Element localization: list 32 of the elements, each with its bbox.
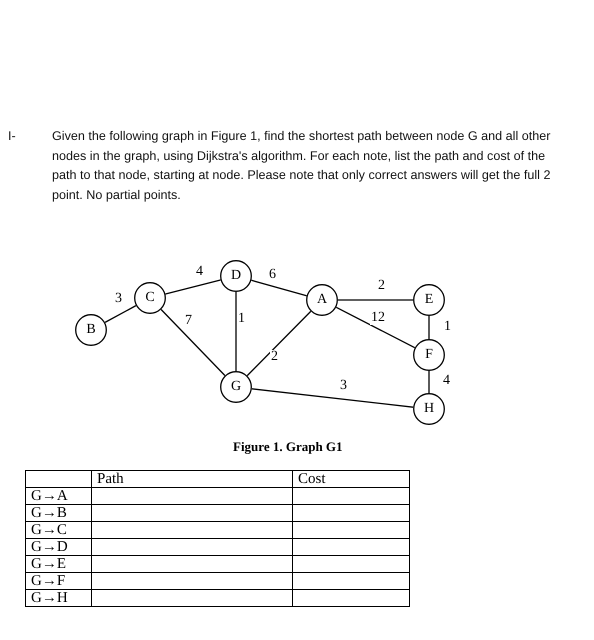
row-header-cell: G→D — [26, 538, 92, 556]
row-header-cell: G→C — [26, 522, 92, 538]
row-header-cell: G→F — [26, 572, 92, 590]
graph-node-circle: E — [413, 284, 445, 316]
graph-edge-line — [104, 305, 136, 323]
graph-edge-line — [338, 299, 413, 301]
question-paragraph: Given the following graph in Figure 1, find the shortest path between node G and all other nodes in the graph, using Dijkstra's algorithm. For each note, list the path and cost of the path to that node, starting at node. Please note that only correct answers will get the full 2 point. No partial points. — [52, 128, 552, 204]
question-number: I- — [8, 128, 16, 145]
graph-node-circle: B — [75, 314, 107, 346]
row-header-cell: G→E — [26, 556, 92, 572]
figure-caption: Figure 1. Graph G1 — [233, 439, 343, 455]
row-header-cell: G→A — [26, 488, 92, 504]
graph-node-circle: C — [134, 282, 166, 314]
graph-node-circle: A — [306, 284, 338, 316]
graph-edge-line — [246, 310, 312, 376]
graph-node-circle: F — [413, 339, 445, 371]
graph-edge-line — [251, 280, 307, 296]
graph-edge-line — [428, 371, 430, 393]
graph-node-circle: G — [220, 371, 252, 403]
graph-node-circle: H — [413, 393, 445, 425]
graph-edge-line — [252, 388, 414, 408]
column-header-cell: Cost — [292, 470, 410, 488]
graph-edge-line — [165, 279, 221, 295]
graph-edge-line — [428, 316, 430, 339]
graph-edge-line — [160, 309, 226, 376]
graph-edge-line — [336, 306, 416, 348]
row-header-cell: G→B — [26, 504, 92, 522]
edge-weight-label: 12 — [370, 311, 386, 325]
column-header-cell: Path — [92, 470, 292, 488]
graph-node-circle: D — [220, 260, 252, 292]
graph-edge-line — [235, 292, 237, 371]
row-header-cell: G→H — [26, 590, 92, 606]
